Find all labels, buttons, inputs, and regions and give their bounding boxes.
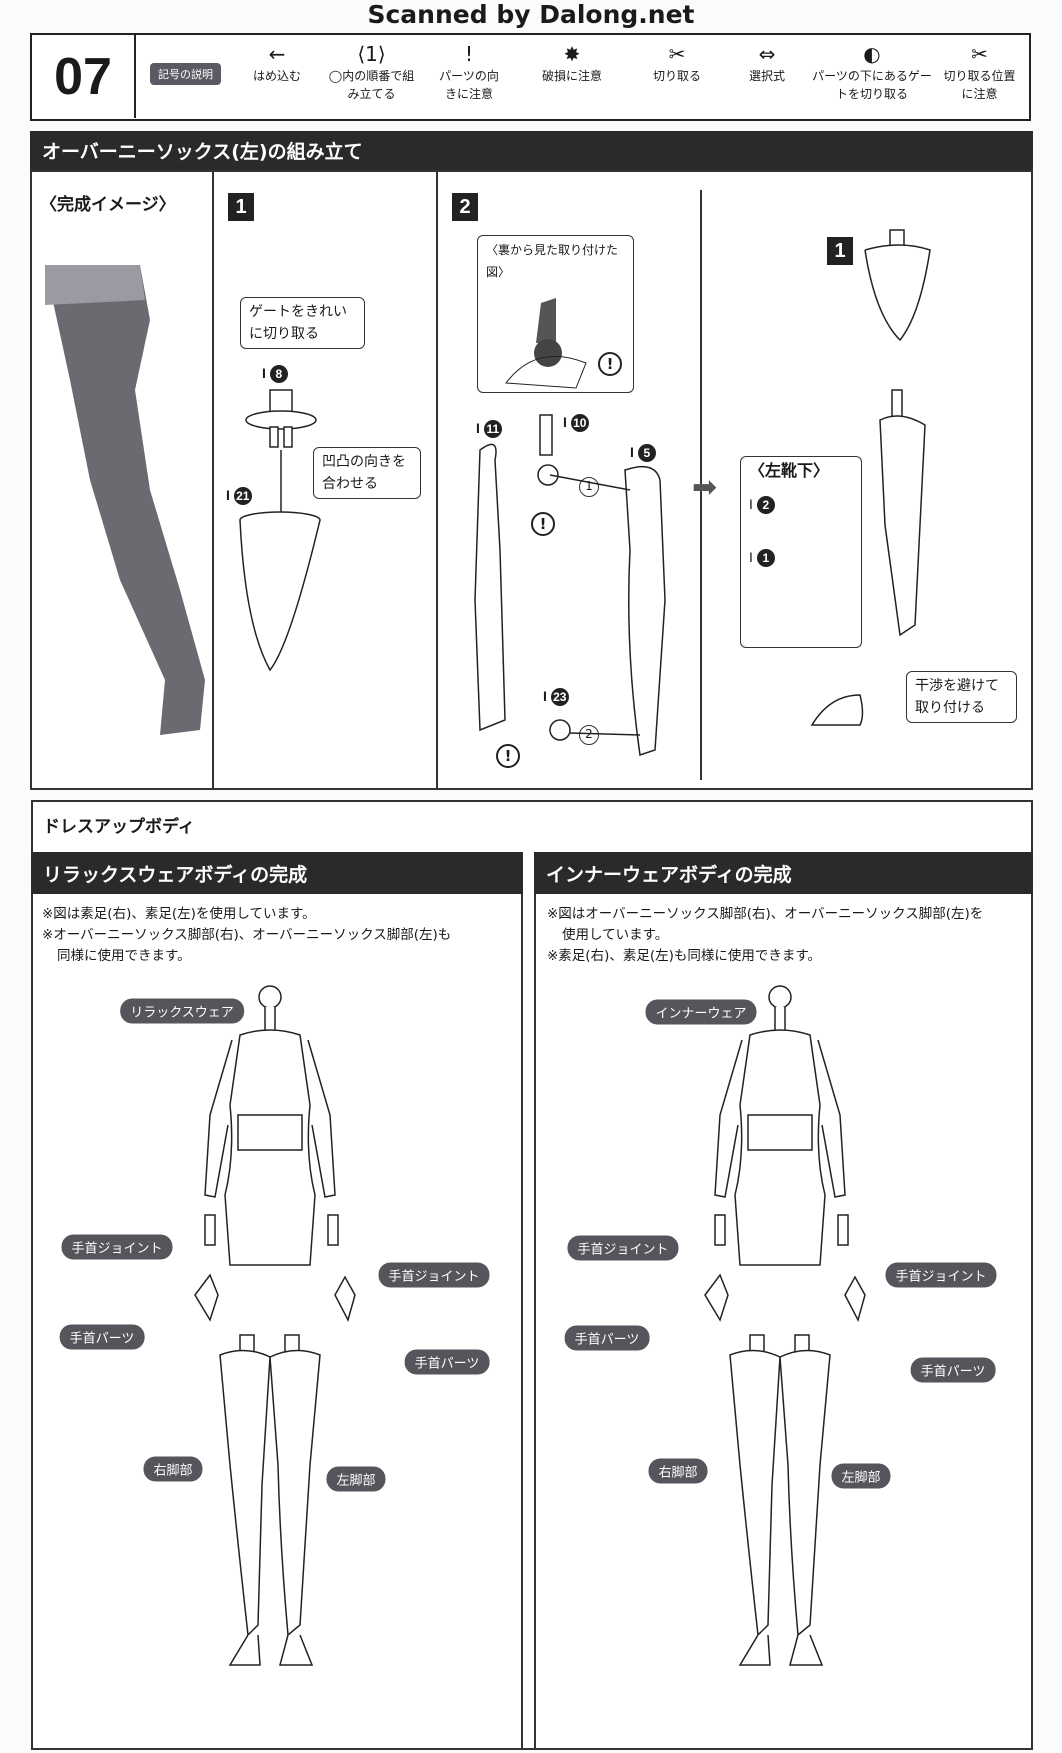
legend-label: 切り取る位置に注意 (943, 69, 1016, 101)
symbol-legend-header: 07 記号の説明 ← はめ込む ⟨1⟩ ◯内の順番で組み立てる ! パーツの向きに注意… (30, 33, 1031, 121)
inset-title: 〈左靴下〉 (749, 461, 830, 480)
part-number: I 23 (543, 688, 569, 706)
gate-cut-icon: ◐ (863, 42, 881, 66)
part-number: I 1 (749, 549, 853, 567)
legend-label: 切り取る (652, 69, 701, 83)
callout-align: 凹凸の向きを合わせる (313, 447, 421, 499)
joint-and-sock-drawing (239, 389, 321, 672)
notes: ※図は素足(右)、素足(左)を使用しています。 ※オーバーニーソックス脚部(右)… (42, 904, 451, 967)
label-left-leg: 左脚部 (831, 1463, 891, 1489)
part-number: I 21 (226, 487, 252, 505)
panel-title-bar: インナーウェアボディの完成 (534, 852, 1033, 894)
label-wrist-joint: 手首ジョイント (567, 1235, 679, 1261)
sock-parts-drawing (474, 414, 666, 756)
warning-icon: ! (531, 512, 555, 536)
label-left-leg: 左脚部 (326, 1466, 386, 1492)
legend-label: はめ込む (252, 69, 301, 83)
page-number: 07 (32, 35, 136, 118)
warning-icon: ! (496, 744, 520, 768)
note-line: 使用しています。 (562, 927, 669, 943)
section-title-bar: オーバーニーソックス(左)の組み立て (30, 131, 1033, 170)
legend-label: パーツの向きに注意 (439, 69, 499, 101)
label-wrist-joint: 手首ジョイント (378, 1262, 490, 1288)
note-line: ※素足(右)、素足(左)も同様に使用できます。 (547, 948, 822, 964)
next-arrow-icon: ➡ (692, 470, 718, 505)
label-wrist-joint: 手首ジョイント (61, 1234, 173, 1260)
inner-wear-body-drawing (704, 985, 866, 1666)
label-wrist-part: 手首パーツ (59, 1324, 145, 1350)
part-number: I 10 (563, 414, 589, 432)
back-view-drawing (505, 298, 587, 389)
step-number: 1 (228, 193, 254, 221)
double-arrow-icon: ⇔ (758, 42, 776, 66)
callout-interference: 干渉を避けて取り付ける (906, 671, 1017, 723)
cut-icon: ✂ (668, 42, 686, 66)
inset-title: 〈裏から見た取り付けた図〉 (486, 243, 619, 279)
part-number: I 11 (476, 420, 502, 438)
warning-icon: ! (598, 352, 622, 376)
relax-wear-body-drawing (194, 985, 356, 1666)
part-number: I 2 (749, 496, 853, 514)
legend-badge: 記号の説明 (150, 63, 221, 85)
label-wrist-joint: 手首ジョイント (885, 1262, 997, 1288)
note-line: ※図はオーバーニーソックス脚部(右)、オーバーニーソックス脚部(左)を (547, 906, 984, 922)
exclamation-icon: ! (464, 42, 474, 66)
callout-gate: ゲートをきれいに切り取る (240, 297, 365, 349)
hexagon-number-icon: ⟨1⟩ (357, 42, 386, 66)
step-number: 2 (452, 193, 478, 221)
section-title: ドレスアップボディ (43, 817, 195, 837)
part-number: I 8 (262, 365, 288, 383)
note-line: 同様に使用できます。 (57, 948, 191, 964)
label-relax-wear: リラックスウェア (120, 998, 244, 1024)
breakage-icon: ✸ (563, 42, 581, 66)
scan-credit: Scanned by Dalong.net (367, 0, 695, 29)
label-right-leg: 右脚部 (143, 1456, 203, 1482)
label-inner-wear: インナーウェア (645, 999, 757, 1025)
arrow-left-icon: ← (268, 42, 286, 66)
legend-label: 選択式 (748, 69, 785, 83)
legend-label: 破損に注意 (541, 69, 602, 83)
label-wrist-part: 手首パーツ (404, 1349, 490, 1375)
label-wrist-part: 手首パーツ (564, 1325, 650, 1351)
cut-position-icon: ✂ (971, 42, 988, 66)
note-line: ※オーバーニーソックス脚部(右)、オーバーニーソックス脚部(左)も (42, 927, 452, 943)
legend-label: ◯内の順番で組み立てる (328, 69, 415, 101)
left-sock-assembly-drawing (810, 229, 931, 726)
step-number: 1 (827, 237, 853, 265)
label-right-leg: 右脚部 (648, 1458, 708, 1484)
label-wrist-part: 手首パーツ (910, 1357, 996, 1383)
panel-title-bar: リラックスウェアボディの完成 (31, 852, 523, 894)
notes: ※図はオーバーニーソックス脚部(右)、オーバーニーソックス脚部(左)を 使用して… (547, 904, 983, 967)
part-number: I 5 (630, 444, 656, 462)
completed-leg-image (45, 265, 205, 735)
inset-left-sock: 〈左靴下〉 I 2 I 1 (740, 456, 862, 648)
note-line: ※図は素足(右)、素足(左)を使用しています。 (42, 906, 316, 922)
legend-label: パーツの下にあるゲートを切り取る (812, 69, 932, 101)
completion-label: 〈完成イメージ〉 (40, 195, 176, 215)
